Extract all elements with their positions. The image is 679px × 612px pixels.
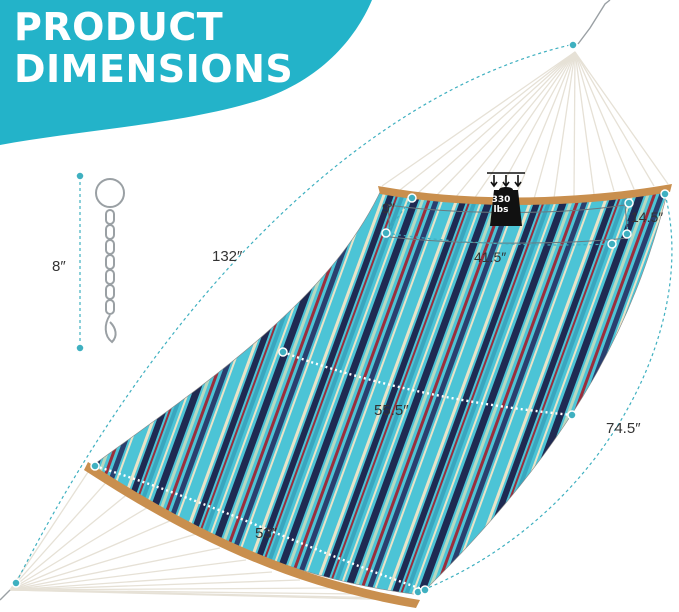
weight-unit: lbs [493, 205, 509, 215]
pillow-width-label: 41.5″ [474, 249, 507, 265]
bottom-ropes [9, 465, 411, 601]
header-banner [0, 0, 372, 145]
top-chain [577, 0, 611, 45]
dimline-total-length [15, 44, 571, 584]
top-ropes [381, 51, 669, 201]
weight-value: 330 [491, 195, 511, 205]
weight-icon [487, 172, 525, 226]
dimline-pillow-height [385, 197, 413, 234]
pillow-height-label: 9″ [382, 200, 395, 216]
dimline-pillow-width [385, 232, 613, 246]
total-length-label: 132″ [212, 248, 243, 265]
top-spreader [378, 184, 672, 206]
chain-icon [95, 178, 125, 344]
bottom-width-label: 53″ [255, 525, 277, 542]
title-line-1: PRODUCT [14, 5, 224, 49]
dimline-bottom-width [94, 464, 426, 592]
page-title: PRODUCT DIMENSIONS [14, 6, 293, 90]
chain-length-label: 8″ [52, 258, 66, 275]
title-line-2: DIMENSIONS [14, 47, 294, 91]
dimline-bed-width [282, 350, 573, 417]
bottom-chain [0, 589, 11, 601]
dimline-bed-length [417, 193, 673, 593]
dimline-spreader-depth [626, 202, 630, 235]
weight-badge: 330 lbs [485, 195, 517, 225]
bed-length-label: 74.5″ [606, 420, 641, 437]
spreader-depth-label: 14.5″ [631, 209, 664, 225]
bed-width-label: 55.5″ [374, 402, 409, 419]
hammock-fabric [91, 187, 669, 596]
